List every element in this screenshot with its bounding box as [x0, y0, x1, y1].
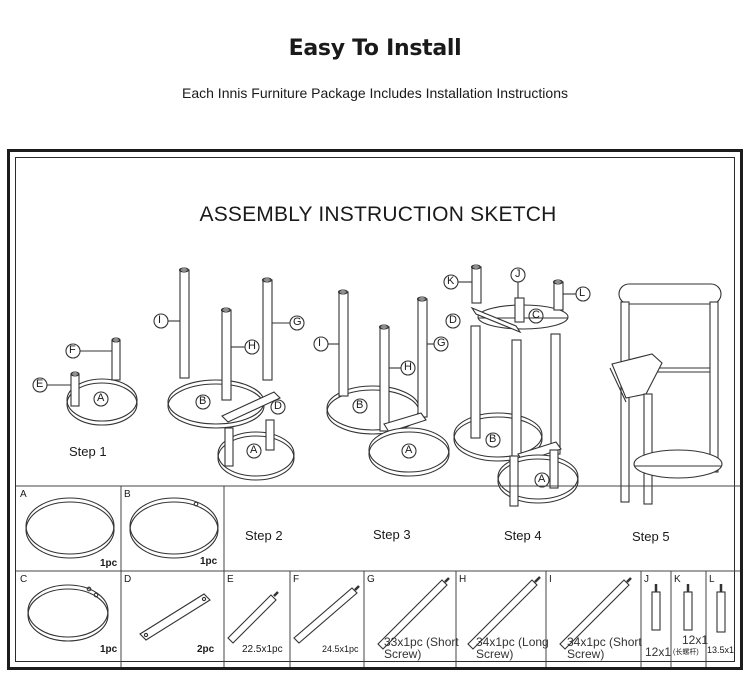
- callout-D-step4: D: [449, 314, 457, 326]
- part-L-drawing: [716, 584, 726, 633]
- part-D-drawing: [139, 593, 211, 641]
- step3-drawing: [313, 289, 450, 477]
- assembly-illustration: [16, 264, 740, 667]
- step-5-label: Step 5: [632, 529, 670, 544]
- callout-A-step4: A: [538, 473, 546, 485]
- part-I-drawing: [559, 577, 632, 650]
- part-A-qty: 1pc: [100, 558, 118, 569]
- part-K-letter: K: [674, 574, 681, 585]
- sketch-title: ASSEMBLY INSTRUCTION SKETCH: [199, 203, 557, 226]
- part-E-letter: E: [227, 574, 234, 585]
- step-4-label: Step 4: [504, 528, 542, 543]
- callout-B-step3: B: [356, 399, 364, 411]
- part-G-qty: 33x1pc (Short Screw): [384, 635, 459, 661]
- callout-B-step2: B: [199, 395, 207, 407]
- callout-H-step3: H: [404, 361, 412, 373]
- part-L-qty: 13.5x1: [707, 645, 735, 655]
- part-J-qty: 12x1: [645, 645, 672, 659]
- step5-drawing: [609, 283, 723, 505]
- instruction-sheet: ASSEMBLY INSTRUCTION SKETCH: [7, 149, 743, 670]
- step2-drawing: [153, 267, 305, 481]
- part-F-drawing: [293, 585, 360, 644]
- part-H-qty: 34x1pc (Long Screw): [476, 635, 549, 661]
- step4-drawing: [443, 264, 591, 507]
- callout-A-step2: A: [250, 444, 258, 456]
- callout-G-step3: G: [437, 337, 446, 349]
- callout-A-step1: A: [97, 392, 105, 404]
- part-L-letter: L: [709, 574, 715, 585]
- callout-F-step1: F: [69, 344, 76, 356]
- part-E-qty: 22.5x1pc: [242, 644, 283, 655]
- part-A-letter: A: [20, 489, 27, 500]
- part-A-drawing: [25, 497, 115, 559]
- callout-D-step2: D: [274, 400, 282, 412]
- part-D-qty: 2pc: [197, 644, 215, 655]
- part-K-note: (长螺杆): [673, 649, 699, 656]
- part-H-letter: H: [459, 574, 467, 585]
- step-2-label: Step 2: [245, 528, 283, 543]
- part-C-qty: 1pc: [100, 644, 118, 655]
- step-3-label: Step 3: [373, 527, 411, 542]
- part-F-letter: F: [293, 574, 300, 585]
- sheet-inner-border: ASSEMBLY INSTRUCTION SKETCH: [15, 157, 740, 667]
- parts-table-grid: [16, 485, 740, 667]
- callout-A-step3: A: [405, 444, 413, 456]
- part-K-drawing: [683, 584, 693, 631]
- callout-E-step1: E: [36, 378, 44, 390]
- callout-K-step4: K: [447, 275, 455, 287]
- part-J-drawing: [651, 584, 661, 631]
- page-title: Easy To Install: [288, 36, 462, 61]
- part-F-qty: 24.5x1pc: [322, 644, 359, 654]
- part-E-drawing: [227, 591, 279, 644]
- part-B-letter: B: [124, 489, 131, 500]
- part-I-qty: 34x1pc (Short Screw): [567, 635, 642, 661]
- callout-C-step4: C: [532, 309, 540, 321]
- callout-L-step4: L: [579, 287, 586, 299]
- part-C-drawing: [27, 584, 109, 642]
- part-K-qty: 12x1: [682, 633, 709, 647]
- part-J-letter: J: [644, 574, 649, 585]
- callout-G-step2: G: [293, 316, 302, 328]
- part-I-letter: I: [549, 574, 552, 585]
- part-G-letter: G: [367, 574, 375, 585]
- callout-J-step4: J: [515, 268, 521, 280]
- callout-I-step2: I: [158, 314, 162, 326]
- page-subtitle: Each Innis Furniture Package Includes In…: [182, 85, 568, 101]
- part-G-drawing: [377, 577, 450, 650]
- callout-H-step2: H: [248, 340, 256, 352]
- callout-B-step4: B: [489, 433, 497, 445]
- part-B-drawing: [129, 497, 219, 559]
- step1-drawing: [32, 337, 138, 426]
- part-H-drawing: [467, 576, 541, 650]
- part-B-qty: 1pc: [200, 556, 218, 567]
- step-1-label: Step 1: [69, 444, 107, 459]
- part-C-letter: C: [20, 574, 28, 585]
- part-D-letter: D: [124, 574, 132, 585]
- callout-I-step3: I: [318, 337, 322, 349]
